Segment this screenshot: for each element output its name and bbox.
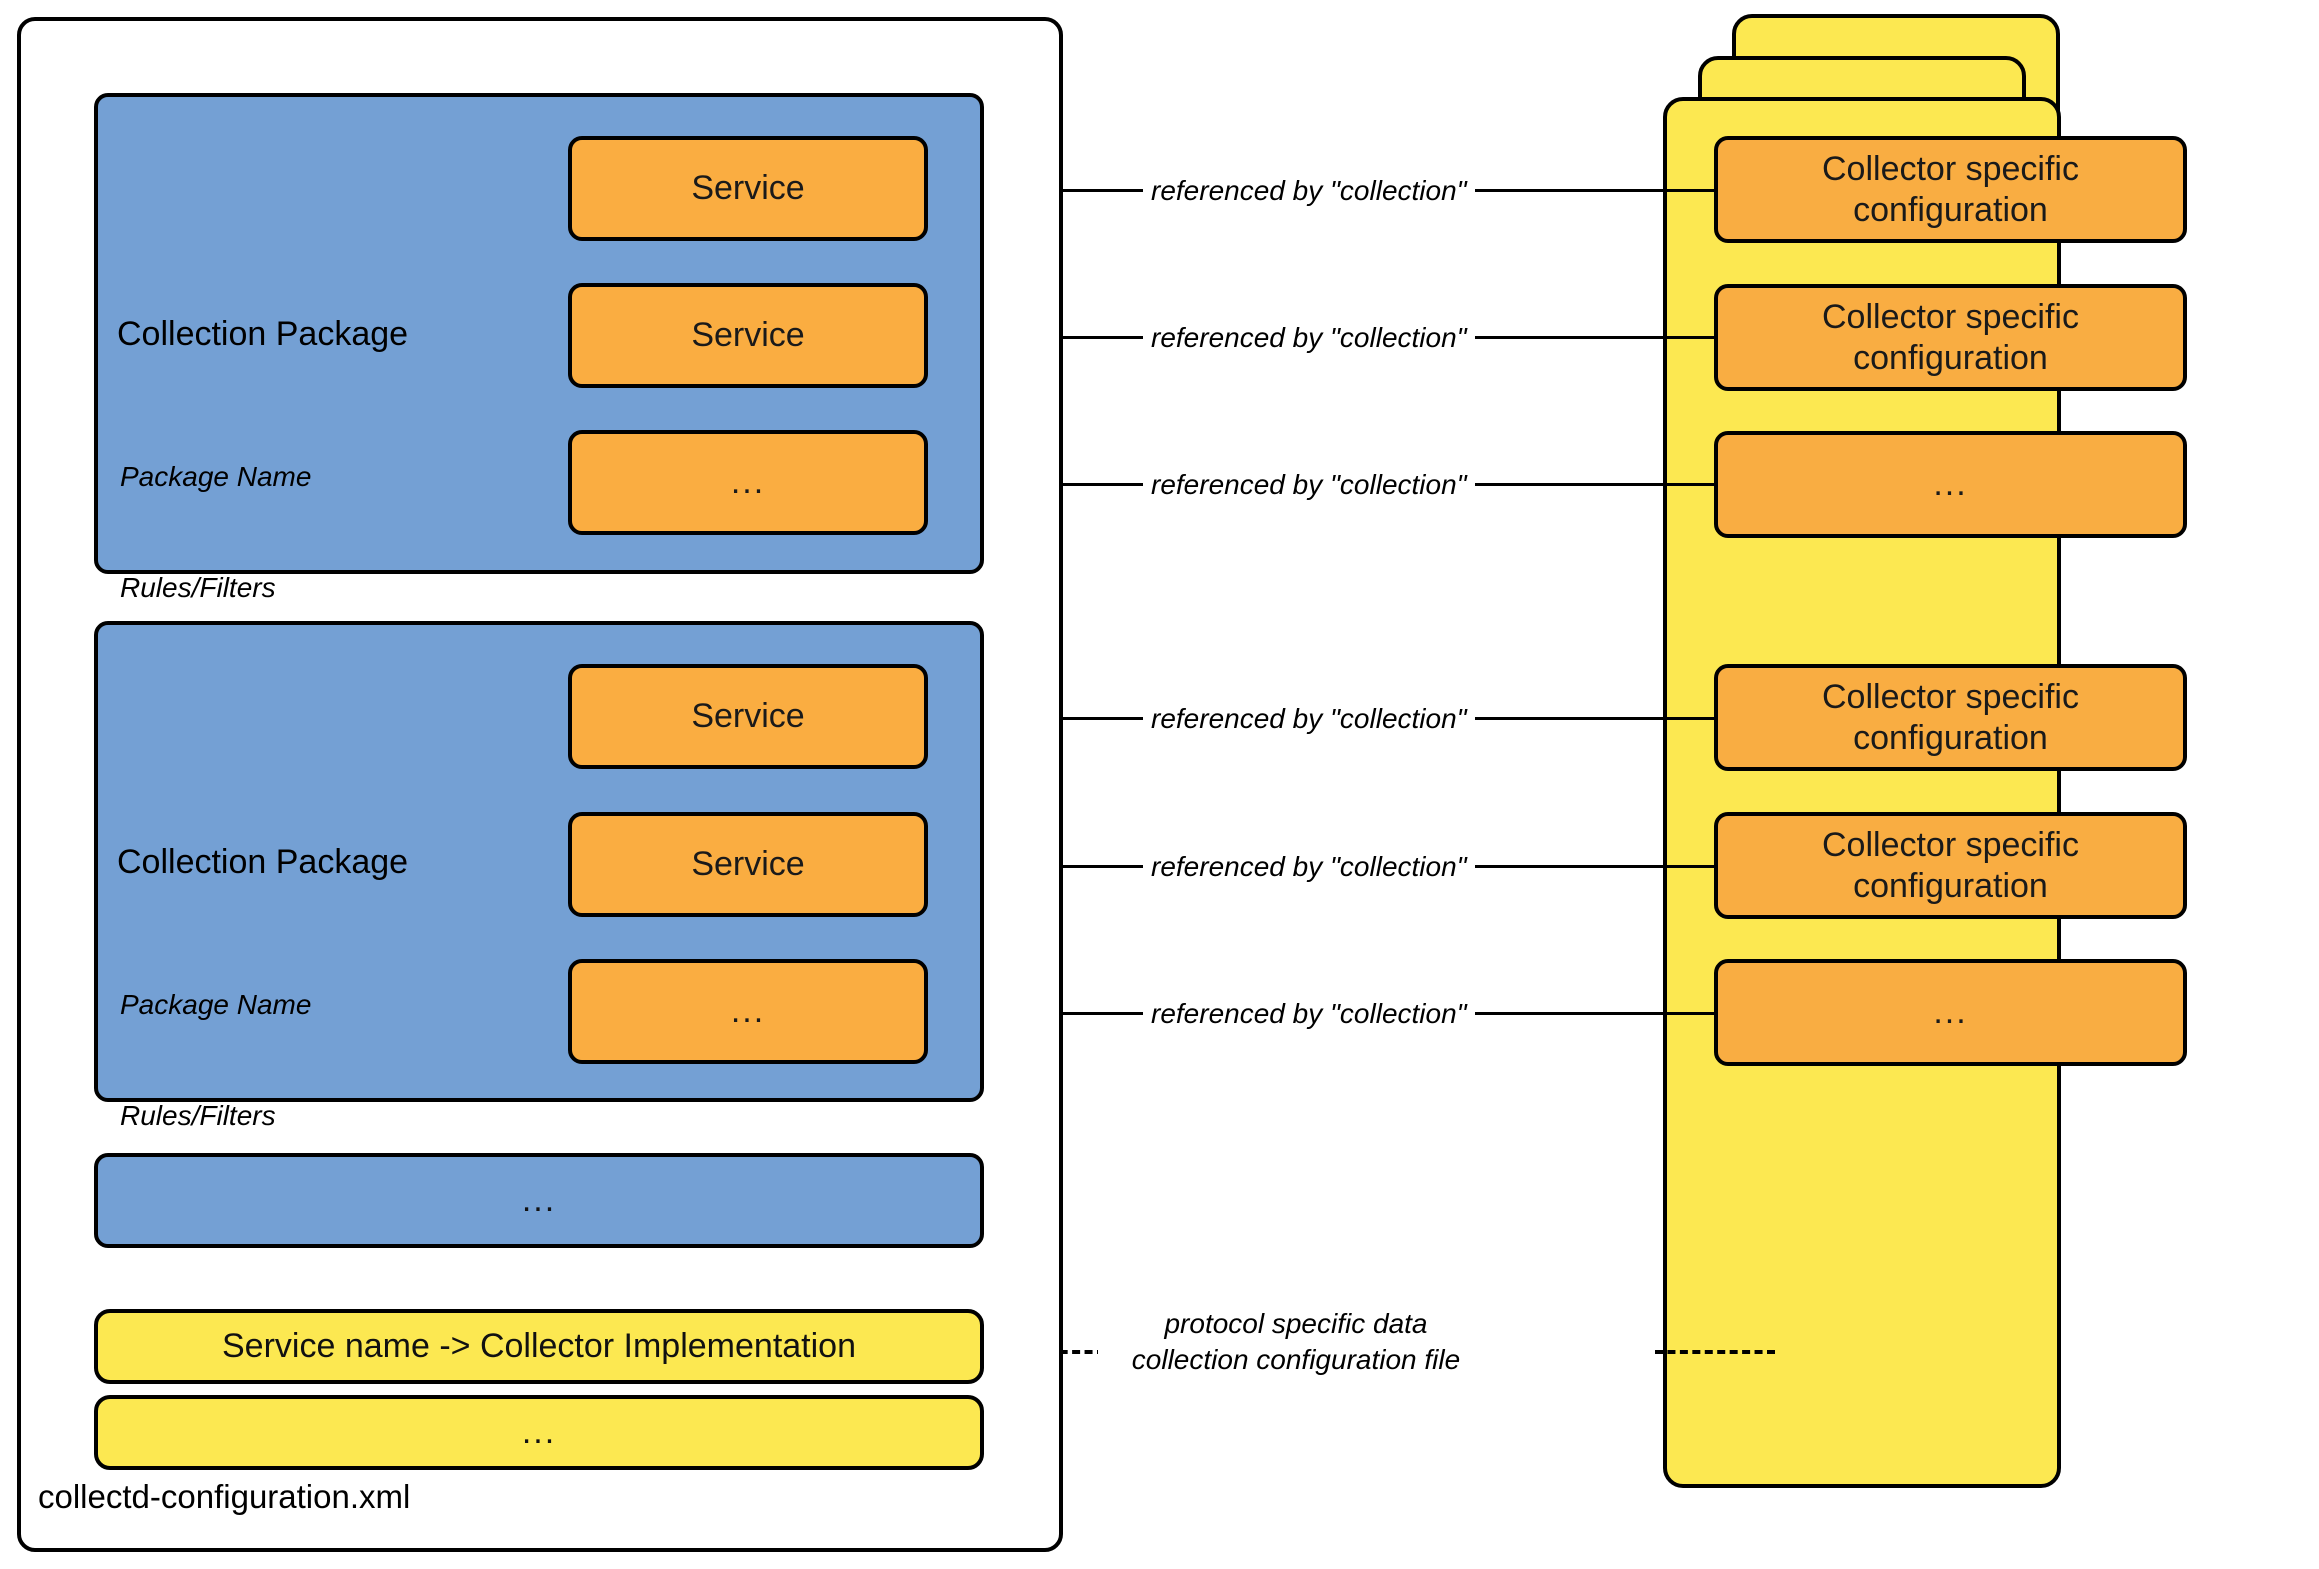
collection-package-2-attr-1: Rules/Filters [120,1099,276,1131]
collector-config-box-5[interactable]: Collector specific configuration [1714,812,2187,919]
edge-label-6: referenced by "collection" [1143,996,1475,1033]
edge-label-4: referenced by "collection" [1143,701,1475,738]
file-link-label: protocol specific data collection config… [1098,1306,1494,1379]
collector-config-box-4-label: Collector specific configuration [1822,678,2079,757]
connector-line-2-right [1315,336,1715,339]
collector-config-box-6-label: ... [1933,993,1968,1032]
collector-config-box-1-label: Collector specific configuration [1822,150,2079,229]
file-name-label: collectd-configuration.xml [38,1478,411,1515]
service-box-2-2[interactable]: Service [568,812,928,917]
collection-package-1-title: Collection Package [117,315,409,353]
service-box-1-3[interactable]: ... [568,430,928,535]
collector-config-box-4[interactable]: Collector specific configuration [1714,664,2187,771]
collector-config-box-3-label: ... [1933,465,1968,504]
collector-config-box-1[interactable]: Collector specific configuration [1714,136,2187,243]
file-link-dashed-right [1655,1350,1775,1354]
connector-line-6-right [1315,1012,1715,1015]
collector-config-box-6[interactable]: ... [1714,959,2187,1066]
collection-package-2-attributes: Package Name Rules/Filters [120,913,311,1209]
service-to-collector-mapping-more[interactable]: ... [94,1395,984,1470]
service-box-2-1[interactable]: Service [568,664,928,769]
service-to-collector-mapping[interactable]: Service name -> Collector Implementation [94,1309,984,1384]
edge-label-2: referenced by "collection" [1143,320,1475,357]
connector-line-4-right [1315,717,1715,720]
connector-line-5-right [1315,865,1715,868]
collector-config-box-2-label: Collector specific configuration [1822,298,2079,377]
collection-package-2-title: Collection Package [117,843,409,881]
service-box-1-2[interactable]: Service [568,283,928,388]
collection-package-2-attr-0: Package Name [120,988,312,1020]
collector-config-box-5-label: Collector specific configuration [1822,826,2079,905]
collector-config-box-3[interactable]: ... [1714,431,2187,538]
collection-package-1-attributes: Package Name Rules/Filters [120,385,311,681]
service-box-2-3[interactable]: ... [568,959,928,1064]
edge-label-5: referenced by "collection" [1143,849,1475,886]
collection-package-1-attr-0: Package Name [120,460,312,492]
collection-package-1-attr-1: Rules/Filters [120,571,276,603]
connector-line-3-right [1315,483,1715,486]
connector-line-1-right [1315,189,1715,192]
edge-label-3: referenced by "collection" [1143,467,1475,504]
edge-label-1: referenced by "collection" [1143,173,1475,210]
collector-config-box-2[interactable]: Collector specific configuration [1714,284,2187,391]
service-box-1-1[interactable]: Service [568,136,928,241]
collection-package-more[interactable]: ... [94,1153,984,1248]
